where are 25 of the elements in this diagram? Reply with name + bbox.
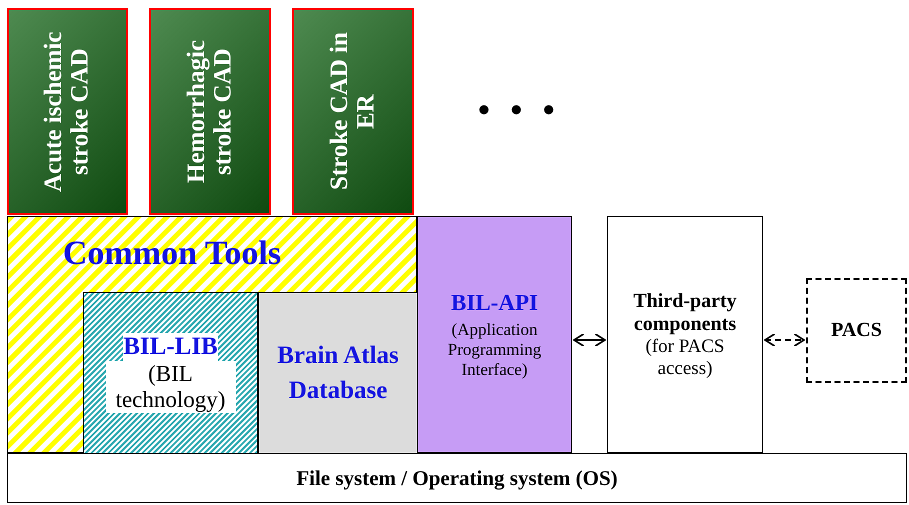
component-box [607,216,763,453]
application-box [292,8,414,215]
os-layer-bar [7,453,907,503]
box-subtitle: (BIL technology) [106,361,236,413]
bar-title: File system / Operating system (OS) [296,466,618,490]
box-title: Hemorrhagic stroke CAD [184,39,236,186]
box-title: Brain Atlas Database [276,341,400,406]
box-title: BIL-LIB [123,333,218,361]
common-tools-panel [7,216,417,453]
box-title: Acute ischemic stroke CAD [41,30,94,194]
database-box [258,292,418,454]
box-title: PACS [831,319,882,342]
box-title: BIL-API [451,290,538,316]
box-subtitle: (Application Programming Interface) [446,320,542,380]
application-box [149,8,271,215]
box-subtitle: (for PACS access) [644,336,726,380]
application-box [7,8,128,215]
double-arrow [764,333,805,347]
box-title: Third-party components [632,290,738,336]
library-box [83,292,258,454]
api-box [417,216,572,453]
box-title: Stroke CAD in ER [326,32,380,192]
ellipsis-mark: • • • [478,92,561,130]
pacs-box [806,278,907,383]
double-arrow [573,333,606,347]
